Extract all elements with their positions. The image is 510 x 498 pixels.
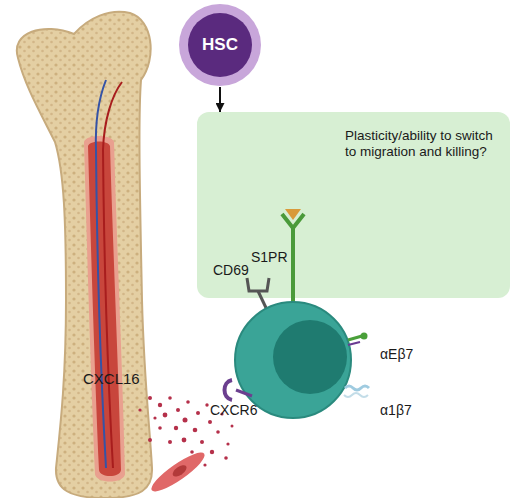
hypothesis-band: Plasticity/ability to switch to migratio… — [197, 112, 510, 298]
stromal-cell — [147, 447, 209, 497]
hypothesis-text: Plasticity/ability to switch to migratio… — [345, 112, 503, 160]
integrin-label: α1β7 — [380, 402, 412, 418]
t-cell — [235, 302, 351, 418]
integrin-ae-b7 — [361, 333, 368, 340]
cxcr6-receptor — [236, 390, 252, 396]
integrin-label: αEβ7 — [380, 346, 413, 362]
stem-cell-circle: HSC — [178, 3, 262, 87]
blood-vessel — [96, 80, 106, 468]
s1p-ligand — [285, 209, 301, 220]
cell-nucleus — [188, 13, 252, 77]
receptor-label: CXCR6 — [210, 402, 257, 418]
integrin-ae-b7 — [348, 342, 360, 345]
cell-membrane — [179, 4, 261, 86]
s1pr-receptor — [282, 214, 304, 228]
cell-name: HSC — [202, 35, 238, 55]
bone-marrow — [88, 142, 121, 477]
cxcr6-receptor — [225, 380, 233, 400]
arrow-connector — [219, 87, 221, 112]
cd69-receptor — [258, 291, 268, 312]
integrin-a1-b7 — [345, 386, 369, 390]
cxcl16-chemokine — [138, 396, 233, 467]
cell-nucleus — [273, 320, 347, 394]
integrin-a1-b7 — [344, 393, 368, 397]
chemokine-label: CXCL16 — [83, 370, 140, 387]
blood-vessel — [103, 82, 122, 468]
marrow-rim — [84, 136, 125, 482]
bone-outline — [17, 12, 152, 498]
s1pr-receptor — [291, 226, 295, 305]
cd69-receptor — [247, 278, 269, 291]
integrin-ae-b7 — [348, 336, 362, 340]
